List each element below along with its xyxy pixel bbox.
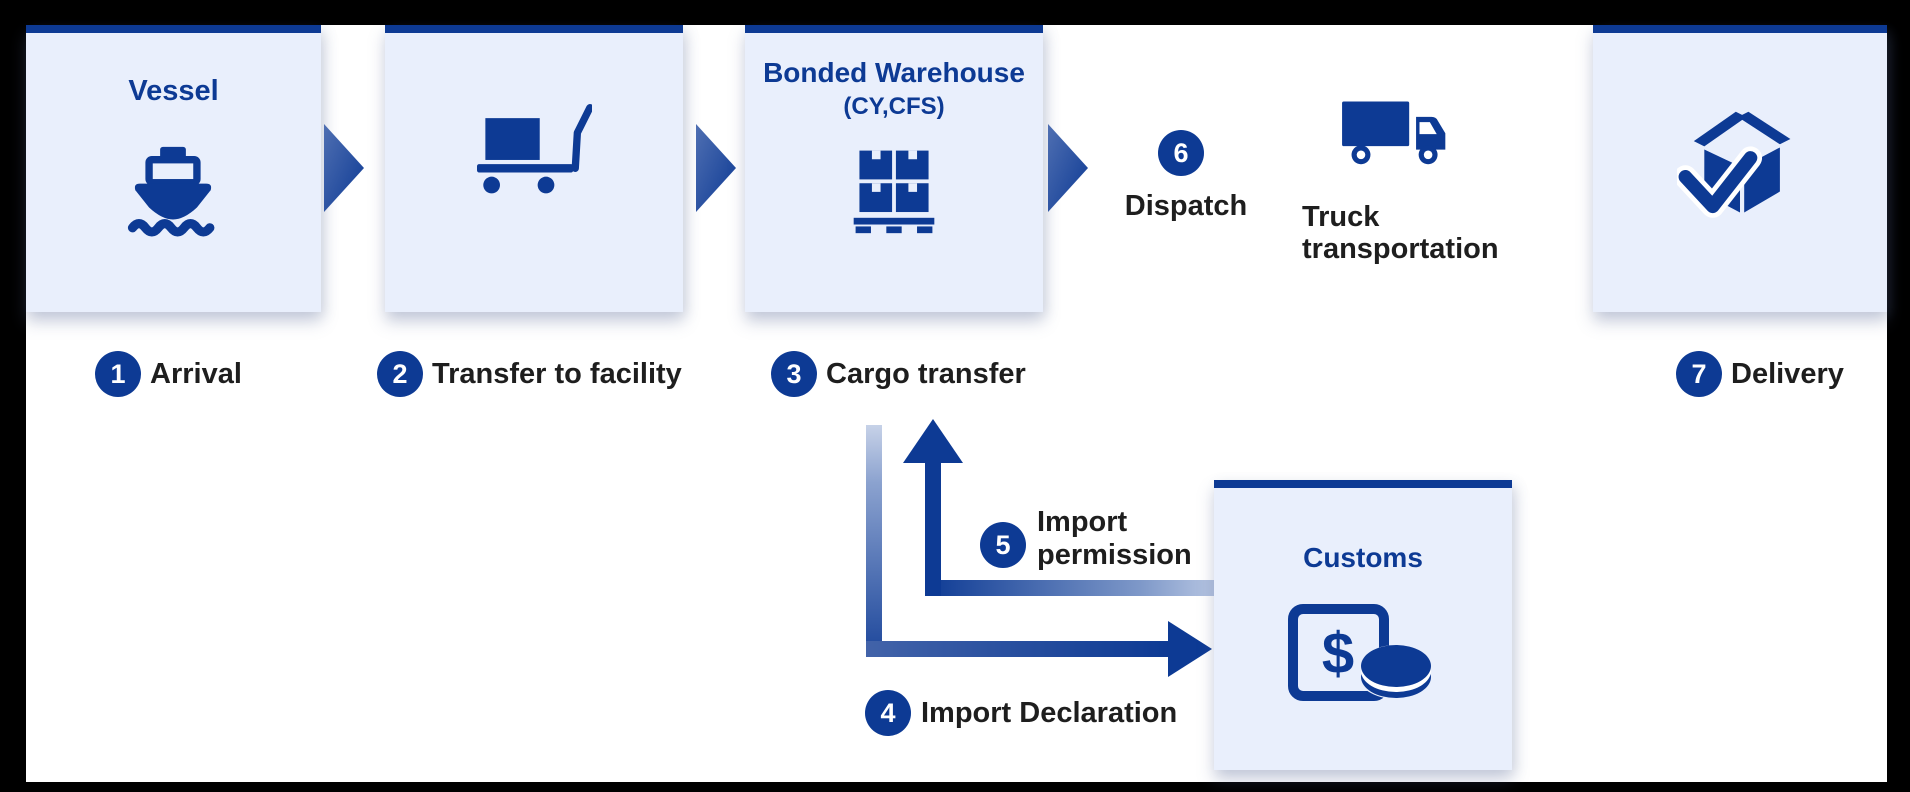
truck-icon [1342,101,1446,165]
bonded-warehouse-subtitle: (CY,CFS) [843,93,945,120]
vessel-panel-title: Vessel [128,75,219,107]
ship-icon [127,146,215,237]
vessel-panel-topbar [26,25,321,33]
step-2-number: 2 [392,358,408,389]
transfer-panel [385,25,683,312]
pallet-boxes-icon [853,150,935,234]
step-7-label: Delivery [1731,357,1844,390]
platform-cart-icon [477,104,592,194]
step-7-number: 7 [1691,358,1707,389]
step-4-number: 4 [880,697,896,728]
bonded-warehouse-title: Bonded Warehouse [763,57,1025,88]
arrow-transfer-to-warehouse-icon [696,124,736,212]
step-3-number: 3 [786,358,802,389]
arrow-vessel-to-transfer-icon [324,124,364,212]
truck-label-line1: Truck [1302,201,1380,233]
delivery-panel [1593,25,1887,312]
step-5-label-line2: permission [1037,539,1192,571]
step-2-label: Transfer to facility [432,357,682,390]
step-4-label: Import Declaration [921,696,1178,729]
step-1-badge: 1 [95,351,141,397]
arrow-warehouse-to-dispatch-icon [1048,124,1088,212]
step-7-badge: 7 [1676,351,1722,397]
customs-panel-title: Customs [1303,542,1423,573]
truck-transportation-label: Truck transportation [1302,201,1499,265]
vessel-panel: Vessel [26,25,321,312]
step-3-label: Cargo transfer [826,357,1026,390]
step-3-badge: 3 [771,351,817,397]
step-6-number: 6 [1173,137,1189,168]
customs-panel-topbar [1214,480,1512,488]
transfer-panel-topbar [385,25,683,33]
svg-text:$: $ [1322,621,1354,686]
box-check-icon [1677,111,1791,218]
step-1-number: 1 [110,358,126,389]
truck-label-line2: transportation [1302,233,1499,265]
step-4-badge: 4 [865,690,911,736]
bonded-warehouse-panel-topbar [745,25,1043,33]
bonded-warehouse-panel: Bonded Warehouse (CY,CFS) [745,25,1043,312]
customs-panel: Customs $ [1214,480,1512,770]
step-5-badge: 5 [980,522,1026,568]
payment-money-icon: $ [1288,604,1436,701]
step-6-label: Dispatch [1124,190,1248,222]
step-6-badge: 6 [1158,130,1204,176]
step-5-label-line1: Import [1037,506,1128,538]
delivery-panel-topbar [1593,25,1887,33]
step-2-badge: 2 [377,351,423,397]
step-1-label: Arrival [150,357,242,390]
step-5-number: 5 [995,529,1011,560]
step-5-label: Import permission [1037,506,1192,572]
